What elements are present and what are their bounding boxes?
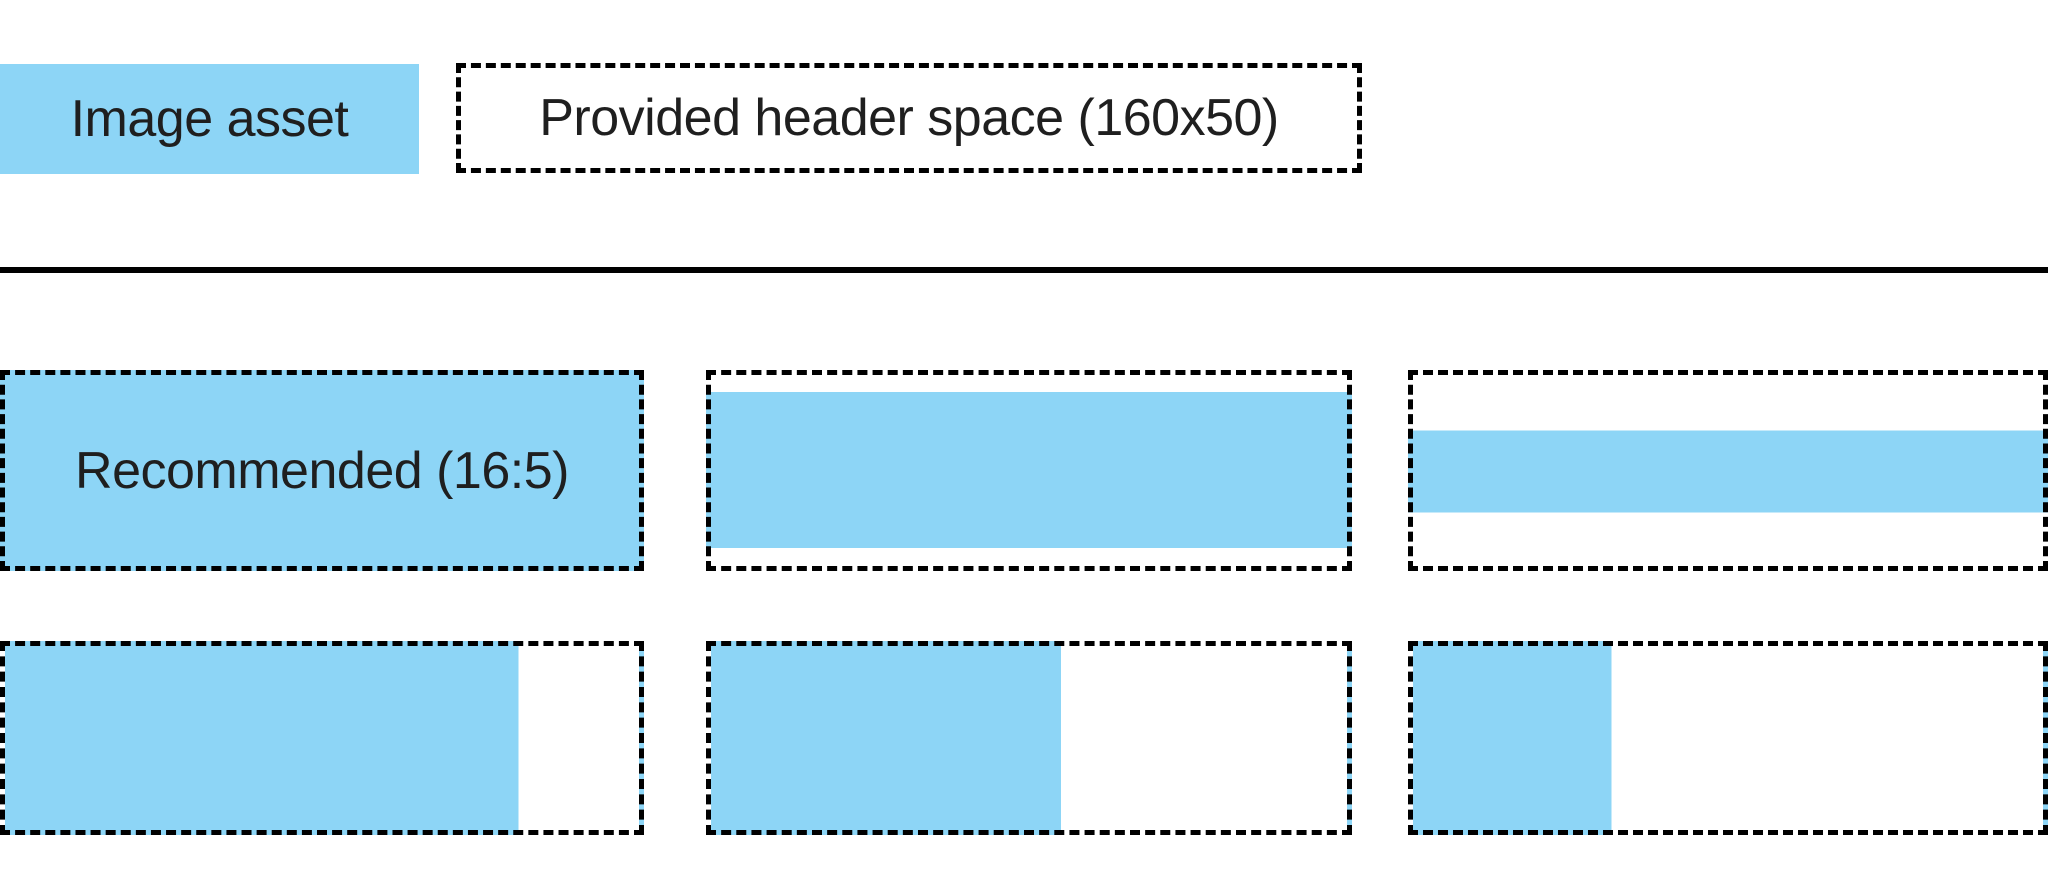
example-partial-width-large xyxy=(0,641,644,835)
section-divider xyxy=(0,267,2048,273)
example-full-width-slight-letterbox xyxy=(706,370,1352,571)
example-full-width-thin-strip xyxy=(1408,370,2048,571)
legend-image-asset-swatch: Image asset xyxy=(0,64,419,174)
legend-image-asset-label: Image asset xyxy=(70,90,349,148)
example-partial-width-small xyxy=(1408,641,2048,835)
legend-header-space-box: Provided header space (160x50) xyxy=(456,63,1362,173)
example-partial-width-medium xyxy=(706,641,1352,835)
example-recommended-16-5: Recommended (16:5) xyxy=(0,370,644,571)
legend-header-space-label: Provided header space (160x50) xyxy=(539,89,1279,147)
recommended-label: Recommended (16:5) xyxy=(75,441,569,500)
